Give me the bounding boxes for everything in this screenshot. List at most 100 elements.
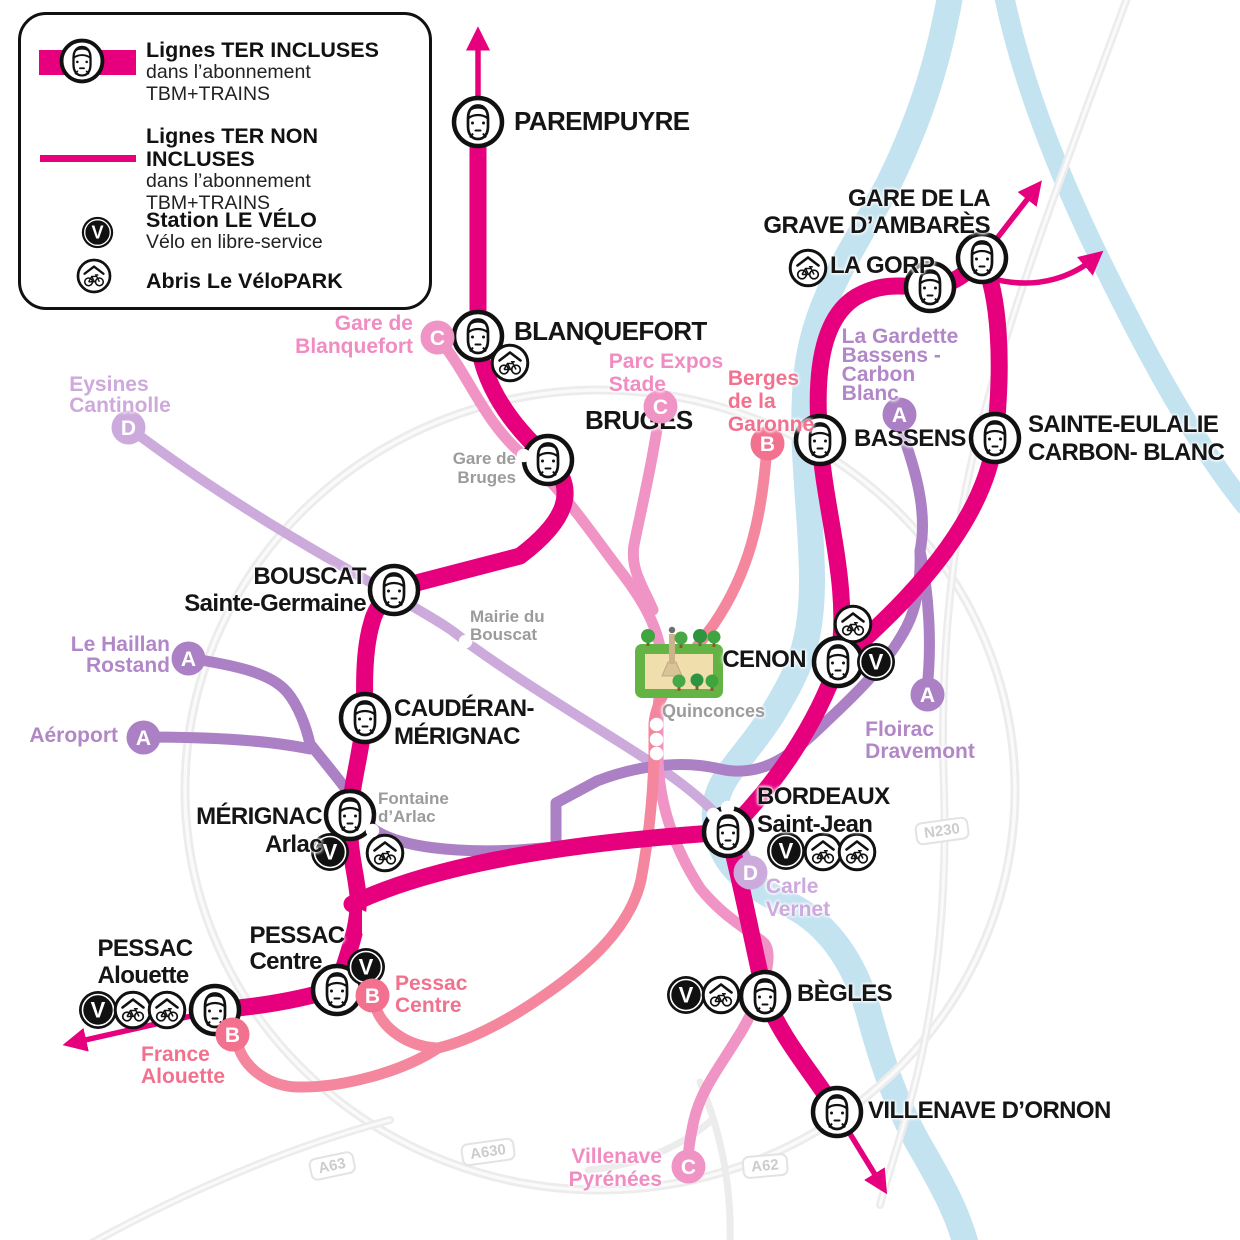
terminal-aeroport-label: Aéroport [29, 724, 118, 748]
station-villenave-dornon-train-icon[interactable] [810, 1085, 864, 1139]
station-cauderan-merignac-train-icon[interactable] [338, 691, 392, 745]
svg-text:A: A [891, 404, 906, 427]
station-bordeaux-saint-jean-velopark-icon[interactable] [837, 832, 877, 872]
station-cenon-label: CENON [722, 645, 806, 673]
svg-text:B: B [224, 1024, 239, 1047]
terminal-france-alouette-line-B-icon[interactable]: B [214, 1016, 251, 1053]
svg-text:C: C [652, 396, 667, 419]
svg-text:V: V [91, 998, 106, 1023]
terminal-aeroport-line-A-icon[interactable]: A [125, 719, 162, 756]
junction-triangle [362, 910, 386, 934]
station-bassens-train-icon[interactable] [793, 413, 847, 467]
legend-title: Station LE VÉLO [146, 208, 317, 232]
station-pessac-alouette-velopark-icon[interactable] [147, 990, 187, 1030]
svg-text:V: V [359, 955, 374, 980]
terminal-floirac-dravemont-line-A-icon[interactable]: A [909, 676, 946, 713]
svg-text:A: A [135, 727, 150, 750]
station-pessac-centre-train-icon[interactable] [310, 963, 364, 1017]
terminal-le-haillan-rostand-line-A-icon[interactable]: A [170, 640, 207, 677]
stop-fontaine-darlac-dot [365, 823, 380, 838]
stop-dot-1 [649, 746, 664, 761]
station-parempuyre-label: PAREMPUYRE [514, 105, 690, 136]
station-villenave-dornon-label: VILLENAVE D’ORNON [868, 1096, 1111, 1124]
station-blanquefort-train-icon[interactable] [451, 309, 505, 363]
legend-item-ter-included: Lignes TER INCLUSES dans l’abonnement TB… [146, 39, 379, 105]
stop-mairie-du-bouscat-dot [458, 634, 473, 649]
terminal-pessac-centre-b-line-B-icon[interactable]: B [354, 977, 391, 1014]
station-la-gorp-velopark-icon[interactable] [788, 248, 828, 288]
stop-quinconces-label: Quinconces [662, 701, 766, 721]
station-cenon-train-icon[interactable] [811, 635, 865, 689]
legend-item-ter-not-included: Lignes TER NON INCLUSES dans l’abonnemen… [146, 125, 429, 214]
svg-text:D: D [742, 862, 757, 885]
svg-text:B: B [759, 433, 774, 456]
station-bassens-label: BASSENS [854, 424, 966, 452]
stop-dot-3 [720, 800, 735, 815]
station-begles-label: BÈGLES [797, 979, 893, 1007]
legend-item-velopark: Abris Le VéloPARK [146, 270, 343, 293]
station-bordeaux-saint-jean-velo-icon[interactable]: V [766, 831, 806, 871]
stop-dot-0 [649, 732, 664, 747]
terminal-carle-vernet-line-D-icon[interactable]: D [732, 854, 769, 891]
terminal-la-gardette-bassens-carbon-blanc-line-A-icon[interactable]: A [881, 396, 918, 433]
terminal-villenave-pyrenees-line-C-icon[interactable]: C [670, 1148, 707, 1185]
legend-item-levelo: Station LE VÉLO Vélo en libre-service [146, 209, 323, 254]
road-label-n230: N230 [913, 815, 971, 847]
stop-dot-2 [706, 807, 721, 822]
station-merignac-arlac-velopark-icon[interactable] [365, 833, 405, 873]
svg-text:A: A [180, 648, 195, 671]
station-cenon-velopark-icon[interactable] [833, 604, 873, 644]
legend: Lignes TER INCLUSES dans l’abonnement TB… [18, 12, 432, 310]
station-begles-velo-icon[interactable]: V [666, 975, 706, 1015]
quinconces-park [635, 626, 723, 698]
svg-text:B: B [364, 985, 379, 1008]
station-pessac-alouette-velo-icon[interactable]: V [78, 990, 118, 1030]
terminal-parc-expos-stade-line-C-icon[interactable]: C [642, 388, 679, 425]
legend-levelo-icon: V [81, 216, 114, 254]
legend-title: Lignes TER INCLUSES [146, 38, 379, 62]
station-merignac-arlac-velo-icon[interactable]: V [310, 832, 350, 872]
legend-title: Abris Le VéloPARK [146, 269, 343, 293]
legend-sub: TBM+TRAINS [146, 82, 271, 105]
station-gare-de-la-grave-dambares-train-icon[interactable] [955, 231, 1009, 285]
svg-text:V: V [323, 840, 338, 865]
terminal-gare-de-blanquefort-line-C-icon[interactable]: C [419, 319, 456, 356]
svg-text:V: V [91, 223, 103, 243]
legend-velopark-icon [76, 258, 112, 299]
station-begles-train-icon[interactable] [738, 969, 792, 1023]
terminal-eysines-cantinolle-line-D-icon[interactable]: D [110, 409, 147, 446]
station-bouscat-sainte-germaine-train-icon[interactable] [367, 563, 421, 617]
station-la-gorp-train-icon[interactable] [903, 260, 957, 314]
station-cenon-velo-icon[interactable]: V [856, 642, 896, 682]
svg-text:D: D [120, 417, 135, 440]
svg-text:V: V [869, 650, 884, 675]
station-merignac-arlac-train-icon[interactable] [323, 788, 377, 842]
station-begles-velopark-icon[interactable] [701, 975, 741, 1015]
road-label-a630: A630 [459, 1136, 517, 1168]
legend-title: Lignes TER NON INCLUSES [146, 124, 319, 171]
station-sainte-eulalie-carbon-blanc-train-icon[interactable] [968, 411, 1022, 465]
station-cauderan-merignac-label: CAUDÉRAN-MÉRIGNAC [394, 694, 535, 750]
legend-sub: dans l’abonnement [146, 61, 311, 83]
station-pessac-centre-velo-icon[interactable]: V [346, 947, 386, 987]
terminal-berges-de-la-garonne-line-B-icon[interactable]: B [749, 425, 786, 462]
legend-ter-not-included-line-sample [40, 155, 136, 162]
station-parempuyre-train-icon[interactable] [451, 95, 505, 149]
station-la-gorp-label: LA GORP [830, 251, 935, 279]
svg-text:V: V [679, 983, 694, 1008]
station-blanquefort-velopark-icon[interactable] [490, 343, 530, 383]
